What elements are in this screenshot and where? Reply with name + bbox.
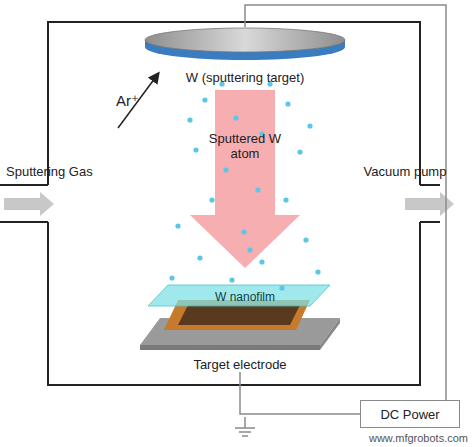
atom-dot (285, 101, 290, 106)
ion-label: Ar⁺ (116, 92, 156, 109)
nanofilm-layer (148, 285, 330, 306)
atom-dot (193, 147, 198, 152)
node-text: W nanofilm (215, 290, 275, 304)
node-text: Target electrode (193, 357, 286, 372)
atom-dot (297, 149, 302, 154)
electrode-node: Target electrode (140, 312, 340, 372)
ground-symbol (235, 417, 255, 436)
atom-dot (315, 269, 320, 274)
atom-dot (229, 277, 234, 282)
atom-dot (175, 223, 180, 228)
target-disc (145, 28, 345, 60)
atom-dot (303, 237, 308, 242)
inlet-label: Sputtering Gas (6, 165, 126, 180)
atom-dot (187, 117, 192, 122)
watermark: www.mfgrobots.com (340, 432, 468, 445)
power-wire (240, 372, 360, 414)
atom-dot (209, 197, 214, 202)
atom-dot (283, 197, 288, 202)
atom-dot (279, 285, 284, 290)
atom-dot (197, 255, 202, 260)
flux-label: Sputtered W atom (207, 132, 283, 162)
power-wire (245, 5, 446, 400)
sputtered-atoms (169, 81, 320, 290)
chamber-wall (0, 22, 440, 385)
node-text: DC Power (380, 407, 439, 422)
flux-arrow (190, 90, 300, 268)
electrode-plate (140, 300, 340, 350)
atom-dot (247, 247, 252, 252)
atom-dot (241, 229, 246, 234)
atom-dot (255, 187, 260, 192)
target-node: W (sputtering target) (140, 27, 350, 85)
atom-dot (202, 97, 207, 102)
atom-dot (233, 115, 238, 120)
node-text: W (sputtering target) (186, 70, 305, 85)
outlet-label: Vacuum pump (350, 165, 460, 180)
atom-dot (307, 123, 312, 128)
power-box: DC Power (360, 400, 460, 428)
atom-dot (223, 167, 228, 172)
gas-inlet-arrow (4, 192, 54, 216)
atom-dot (259, 259, 264, 264)
atom-dot (169, 275, 174, 280)
nanofilm-node: W nanofilm (180, 287, 310, 307)
